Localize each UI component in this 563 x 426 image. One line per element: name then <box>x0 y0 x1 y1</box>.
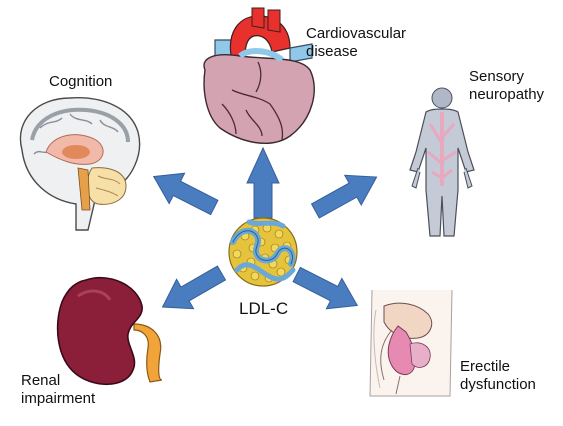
label-erectile: Erectile dysfunction <box>460 358 536 394</box>
label-cardiovascular-line-2: disease <box>306 43 358 60</box>
label-erectile-line-2: dysfunction <box>460 376 536 393</box>
label-renal-line-2: impairment <box>21 390 96 407</box>
arrow-to-renal <box>161 265 227 310</box>
label-cognition: Cognition <box>49 73 112 91</box>
brain-icon <box>19 97 141 231</box>
label-cardiovascular: Cardiovascular disease <box>306 25 406 61</box>
label-renal-line-1: Renal <box>21 372 61 389</box>
label-cardiovascular-line-1: Cardiovascular <box>306 25 407 42</box>
arrow-to-erectile <box>292 266 359 310</box>
pelvic-anatomy-icon <box>369 289 453 397</box>
arrows <box>152 146 378 310</box>
arrow-to-sensory <box>310 174 378 219</box>
label-erectile-line-1: Erectile <box>460 358 511 375</box>
label-ldl-c: LDL-C <box>239 299 289 318</box>
label-sensory: Sensory neuropathy <box>469 68 544 104</box>
heart-icon <box>203 7 315 144</box>
arrow-to-cognition <box>152 172 219 216</box>
human-body-icon <box>409 87 475 237</box>
ldl-particle-icon <box>228 217 298 287</box>
label-sensory-line-2: neuropathy <box>469 86 545 103</box>
label-renal: Renal impairment <box>21 372 95 408</box>
label-sensory-line-1: Sensory <box>469 68 525 85</box>
label-cognition-line-1: Cognition <box>49 73 113 90</box>
kidney-icon <box>56 276 163 385</box>
arrow-to-cardiovascular <box>246 146 280 219</box>
